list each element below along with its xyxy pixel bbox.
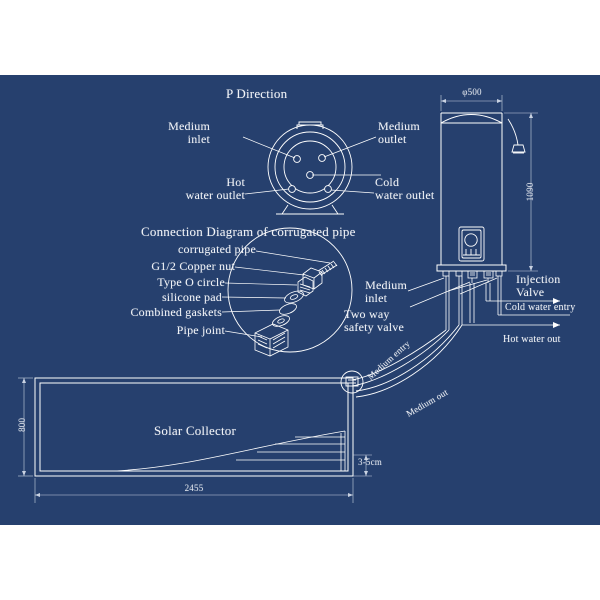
- shower-hose: [507, 118, 519, 146]
- p-direction-outer-ring: [267, 124, 353, 210]
- label-type-o-circle: Type O circle: [157, 275, 225, 289]
- label-medium-inlet-top: Medium inlet: [168, 119, 210, 146]
- tank-diameter-dim: φ500: [462, 87, 482, 97]
- port-medium-outlet: [318, 154, 326, 162]
- combined-gaskets: [272, 315, 290, 327]
- type-o-circle-washer: [284, 290, 304, 304]
- collector-inner-frame: [39, 382, 349, 472]
- solar-collector-title: Solar Collector: [153, 423, 237, 438]
- collector-tube-rows: [114, 430, 346, 472]
- tank-bottom-plate: [436, 264, 507, 272]
- corrugation-ribs: [318, 261, 338, 277]
- p-direction-title: P Direction: [226, 86, 288, 101]
- label-hot-water-out: Hot water out: [503, 334, 561, 345]
- injection-valve: [483, 270, 494, 279]
- connection-diagram-title: Connection Diagram of corrugated pipe: [141, 224, 356, 239]
- port-cold-water-outlet: [324, 185, 332, 193]
- solar-collector: [34, 377, 354, 477]
- p-direction-view: [267, 121, 353, 215]
- label-cold-water-entry: Cold water entry: [505, 302, 576, 313]
- collector-thickness-dim: 3-5cm: [358, 457, 382, 467]
- label-hot-water-outlet-top: Hot water outlet: [185, 175, 245, 202]
- collector-outer-frame: [34, 377, 354, 477]
- collector-dimensions: [18, 377, 372, 503]
- p-direction-stand: [281, 204, 339, 215]
- label-medium-inlet-tank: Medium inlet: [364, 278, 407, 305]
- label-combined-gaskets: Combined gaskets: [130, 305, 222, 319]
- collector-width-dim: 2455: [184, 483, 204, 493]
- p-direction-inner-ring: [283, 140, 337, 194]
- label-injection-valve: Injection Valve: [516, 272, 561, 299]
- label-g12-copper-nut: G1/2 Copper nut: [151, 259, 235, 273]
- corrugated-pipe-assembly: [254, 260, 338, 357]
- water-flow-arrows: [462, 298, 570, 328]
- label-medium-outlet-top: Medium outlet: [378, 119, 420, 146]
- p-direction-top-cap: [298, 121, 322, 125]
- connecting-pipes: [351, 324, 463, 398]
- tank-label-leaders: [407, 277, 498, 308]
- label-silicone-pad: silicone pad: [161, 290, 222, 304]
- p-direction-top-boss: [296, 124, 324, 129]
- shower-head: [507, 118, 526, 154]
- detail-magnifier-ring: [227, 227, 353, 353]
- control-panel-dial: [464, 233, 478, 247]
- control-panel-inner: [461, 229, 482, 259]
- label-corrugated-pipe: corrugated pipe: [178, 242, 256, 256]
- silicone-pad: [279, 303, 297, 315]
- pipe-joint: [254, 323, 289, 357]
- control-panel[interactable]: [458, 226, 485, 262]
- tank-bottom-fittings: [442, 270, 503, 283]
- tank-dome-top: [440, 114, 503, 124]
- tank-dimensions: [440, 95, 538, 272]
- port-medium-inlet: [293, 155, 301, 163]
- collector-height-dim: 800: [17, 417, 28, 432]
- tank-body: [440, 113, 503, 266]
- p-direction-mid-ring: [274, 131, 346, 203]
- p-direction-ports: [288, 154, 332, 193]
- label-cold-water-outlet-top: Cold water outlet: [375, 175, 435, 202]
- tank-height-dim: 1090: [525, 182, 536, 202]
- connection-detail-circle: [227, 227, 353, 353]
- connection-leader-lines: [221, 250, 331, 338]
- two-way-safety-valve: [467, 270, 478, 279]
- blueprint-linework: [18, 95, 570, 503]
- control-panel-frame: [458, 226, 485, 262]
- label-two-way-safety-valve: Two way safety valve: [344, 307, 405, 334]
- label-pipe-joint: Pipe joint: [176, 323, 225, 337]
- shower-head-body: [511, 144, 526, 153]
- threaded-section: [297, 276, 314, 297]
- p-direction-leader-lines: [242, 136, 381, 195]
- collector-pipe-junction: [340, 370, 364, 394]
- tank-drop-pipes: [445, 276, 502, 330]
- blueprint-canvas: P Direction Medium inlet Medium outlet H…: [0, 75, 600, 525]
- water-tank: [436, 112, 507, 272]
- port-hot-water-outlet: [288, 185, 296, 193]
